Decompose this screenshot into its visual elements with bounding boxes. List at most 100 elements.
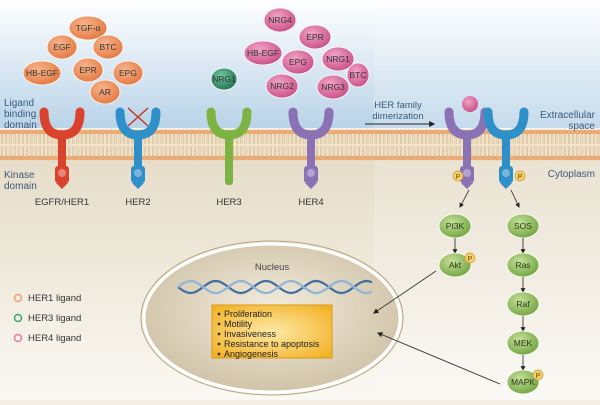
svg-text:EPR: EPR bbox=[79, 65, 96, 75]
svg-text:Angiogenesis: Angiogenesis bbox=[224, 349, 279, 359]
kinase-domain-label: Kinase domain bbox=[4, 170, 37, 192]
svg-text:EGF: EGF bbox=[53, 42, 70, 52]
pathway-node-sos: SOS bbox=[506, 213, 540, 239]
her4-ligand: NRG3 bbox=[316, 74, 350, 100]
receptor-her2 bbox=[115, 107, 161, 189]
akt-to-nucleus-arrow bbox=[373, 270, 437, 314]
receptor-label: HER4 bbox=[298, 197, 323, 208]
svg-text:HB-EGF: HB-EGF bbox=[247, 48, 279, 58]
svg-text:P: P bbox=[468, 256, 473, 263]
svg-text:MEK: MEK bbox=[514, 338, 533, 348]
dna-helix bbox=[177, 279, 373, 295]
svg-text:dimerization: dimerization bbox=[372, 111, 423, 122]
svg-text:HB-EGF: HB-EGF bbox=[26, 68, 58, 78]
svg-text:NRG1: NRG1 bbox=[212, 74, 236, 84]
dimer-her2 bbox=[483, 107, 529, 189]
svg-text:Raf: Raf bbox=[516, 299, 530, 309]
cytoplasm-label: Cytoplasm bbox=[548, 169, 595, 180]
svg-text:Extracellular: Extracellular bbox=[540, 110, 596, 121]
dimer-her4 bbox=[444, 107, 490, 189]
svg-text:BTC: BTC bbox=[100, 42, 117, 52]
svg-text:Ligand: Ligand bbox=[4, 98, 34, 109]
phosphate-badge: P bbox=[452, 170, 464, 182]
svg-text:TGF-α: TGF-α bbox=[76, 23, 101, 33]
her1-ligand: AR bbox=[89, 79, 121, 105]
pathway-node-ras: Ras bbox=[506, 252, 540, 278]
her1-ligand: BTC bbox=[92, 34, 124, 60]
svg-text:binding: binding bbox=[4, 109, 36, 120]
svg-text:Resistance to apoptosis: Resistance to apoptosis bbox=[224, 339, 320, 349]
receptor-label: EGFR/HER1 bbox=[35, 197, 89, 208]
receptor-her4 bbox=[288, 107, 334, 189]
svg-text:HER4 ligand: HER4 ligand bbox=[28, 333, 81, 344]
pathway-node-pi3k: PI3K bbox=[438, 213, 472, 239]
svg-text:P: P bbox=[536, 373, 541, 380]
svg-text:space: space bbox=[568, 121, 595, 132]
svg-text:Kinase: Kinase bbox=[4, 170, 35, 181]
svg-text:MAPK: MAPK bbox=[511, 377, 535, 387]
receptor-egfr-her1 bbox=[39, 107, 85, 189]
her4-ligand: NRG2 bbox=[265, 73, 299, 99]
legend-item: HER3 ligand bbox=[13, 313, 81, 324]
svg-text:P: P bbox=[456, 174, 461, 181]
dimer-panel-shade bbox=[374, 0, 600, 400]
her1-ligand: EPR bbox=[72, 57, 104, 83]
svg-text:NRG1: NRG1 bbox=[326, 54, 350, 64]
pathway-node-mek: MEK bbox=[506, 330, 540, 356]
nucleus-label: Nucleus bbox=[255, 262, 290, 273]
dimerization-label: HER family dimerization bbox=[372, 100, 423, 122]
her1-ligand: TGF-α bbox=[68, 15, 108, 41]
receptor-her3 bbox=[206, 107, 252, 185]
phosphate-badge: P bbox=[532, 369, 544, 381]
phosphate-badge: P bbox=[464, 252, 476, 264]
outcome-item: Proliferation bbox=[217, 309, 272, 319]
pathway-node-mapk: MAPK bbox=[506, 369, 540, 395]
svg-text:EPR: EPR bbox=[306, 32, 323, 42]
her1-ligand: HB-EGF bbox=[22, 60, 62, 86]
her4-ligand: BTC bbox=[346, 62, 370, 88]
extracellular-space-label: Extracellular space bbox=[540, 110, 596, 132]
svg-text:domain: domain bbox=[4, 120, 37, 131]
receptor-label: HER2 bbox=[125, 197, 150, 208]
outcome-box bbox=[211, 304, 333, 359]
outcome-item: Angiogenesis bbox=[217, 349, 279, 359]
svg-text:NRG3: NRG3 bbox=[321, 82, 345, 92]
svg-text:BTC: BTC bbox=[350, 70, 367, 80]
her4-ligand: EPG bbox=[281, 49, 315, 75]
outcome-item: Invasiveness bbox=[217, 329, 277, 339]
nucleus-outline bbox=[140, 240, 404, 396]
ligand-binding-domain-label: Ligand binding domain bbox=[4, 98, 37, 131]
her1-ligand: EGF bbox=[46, 34, 78, 60]
her4-ligand: HB-EGF bbox=[243, 40, 283, 66]
svg-text:Ras: Ras bbox=[515, 260, 530, 270]
svg-text:SOS: SOS bbox=[514, 221, 532, 231]
svg-text:AR: AR bbox=[99, 87, 111, 97]
svg-text:HER3 ligand: HER3 ligand bbox=[28, 313, 81, 324]
svg-text:HER family: HER family bbox=[374, 100, 422, 111]
pathway-node-akt: Akt bbox=[438, 252, 472, 278]
svg-text:NRG4: NRG4 bbox=[268, 15, 292, 25]
svg-text:Akt: Akt bbox=[449, 260, 462, 270]
svg-text:EPG: EPG bbox=[119, 68, 137, 78]
her4-ligand: NRG1 bbox=[321, 46, 355, 72]
her1-ligand: EPG bbox=[112, 60, 144, 86]
outcome-item: Motility bbox=[217, 319, 253, 329]
phosphate-badge: P bbox=[514, 170, 526, 182]
svg-text:Invasiveness: Invasiveness bbox=[224, 329, 277, 339]
legend-item: HER1 ligand bbox=[13, 293, 81, 304]
her3-ligand: NRG1 bbox=[210, 67, 238, 91]
receptor-label: HER3 bbox=[216, 197, 241, 208]
svg-text:Proliferation: Proliferation bbox=[224, 309, 272, 319]
pathway-node-raf: Raf bbox=[506, 291, 540, 317]
svg-text:PI3K: PI3K bbox=[446, 221, 465, 231]
outcome-item: Resistance to apoptosis bbox=[217, 339, 320, 349]
svg-text:EPG: EPG bbox=[289, 57, 307, 67]
svg-text:Motility: Motility bbox=[224, 319, 253, 329]
svg-text:domain: domain bbox=[4, 181, 37, 192]
her4-ligand: EPR bbox=[298, 24, 332, 50]
svg-text:NRG2: NRG2 bbox=[270, 81, 294, 91]
mapk-to-nucleus-arrow bbox=[377, 332, 501, 385]
